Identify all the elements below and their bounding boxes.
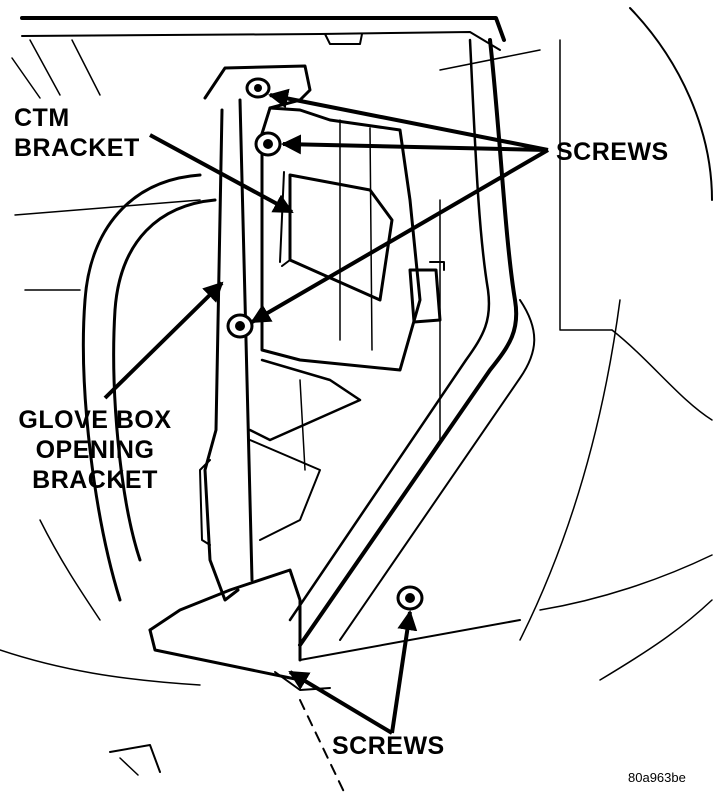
screw-bottom xyxy=(396,585,424,611)
screws-bottom-label: SCREWS xyxy=(332,732,445,760)
arrow-glove-box-bracket xyxy=(103,281,224,400)
glove-label-line1: GLOVE BOX xyxy=(18,406,172,434)
glove-box-frame xyxy=(288,38,536,647)
ctm-bracket-label: CTM BRACKET xyxy=(14,103,140,163)
screw-middle xyxy=(226,313,254,339)
arrow-screws-bottom-1 xyxy=(288,670,394,735)
screw-top-2 xyxy=(254,131,282,157)
bottom-trim xyxy=(0,568,521,776)
screws-top-label: SCREWS xyxy=(556,138,669,166)
figure-code: 80a963be xyxy=(628,770,686,785)
ctm-bracket-plate xyxy=(203,64,445,372)
screw-top-1 xyxy=(245,77,271,99)
glove-box-door-curve xyxy=(14,173,217,621)
ctm-bracket-label-line2: BRACKET xyxy=(14,134,140,162)
dash-top-edge xyxy=(11,16,506,99)
glove-box-opening-bracket xyxy=(199,98,254,602)
ctm-bracket-label-line1: CTM xyxy=(14,104,70,132)
arrow-ctm-bracket xyxy=(149,133,294,214)
dashed-reference-line xyxy=(299,699,346,794)
dash-right-contours xyxy=(439,7,713,681)
arrow-screws-bottom-2 xyxy=(390,610,418,734)
glove-box-opening-bracket-label: GLOVE BOX OPENING BRACKET xyxy=(10,405,180,495)
glove-label-line2: OPENING xyxy=(35,436,155,464)
glove-label-line3: BRACKET xyxy=(32,466,158,494)
arrow-screws-top-2 xyxy=(281,134,549,155)
arrow-screws-top-3 xyxy=(250,148,550,324)
arrow-screws-top-1 xyxy=(268,88,549,152)
bracket-lower-structure xyxy=(248,358,362,541)
